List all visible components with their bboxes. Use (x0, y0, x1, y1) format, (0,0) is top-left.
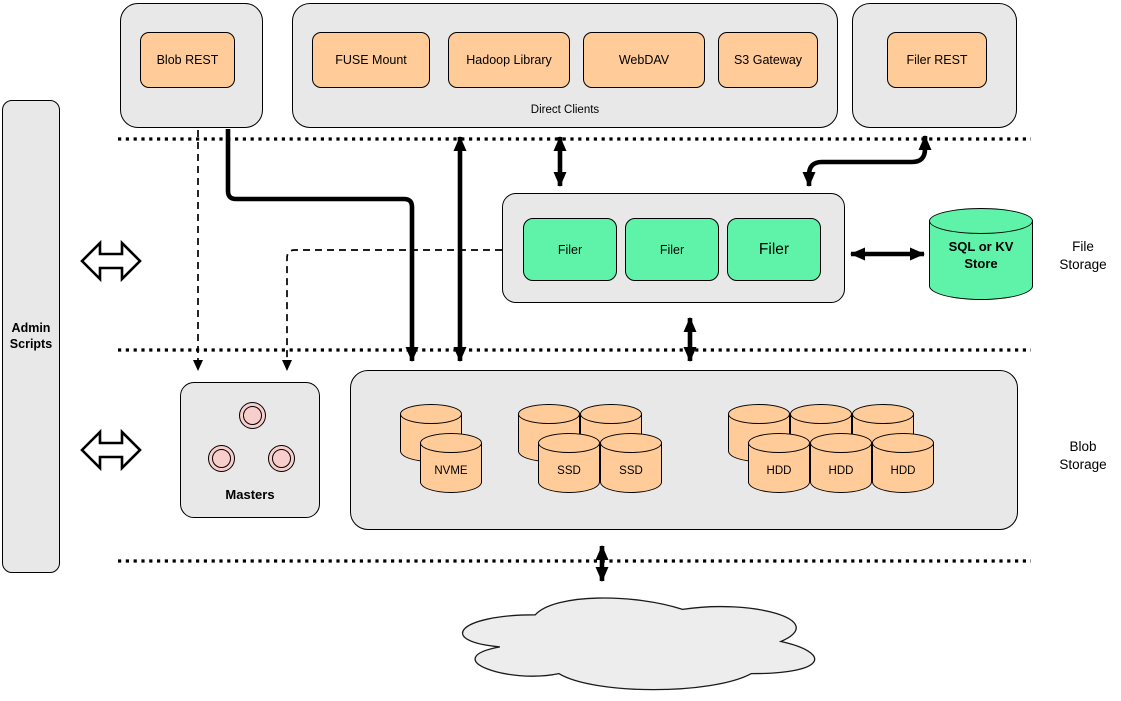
webdav-node: WebDAV (583, 32, 705, 88)
ssd-label: SSD (557, 465, 581, 478)
cylinder-top (420, 433, 482, 453)
hdd-label: HDD (890, 465, 916, 478)
filer-node-1-label: Filer (557, 242, 583, 257)
filer-rest-node-label: Filer REST (906, 53, 968, 67)
blob-rest-to-blob-storage-arrow (225, 129, 419, 362)
master-node-icon (239, 402, 266, 429)
blob-rest-node-label: Blob REST (156, 53, 219, 67)
filer-to-masters-dashed-arrow (282, 249, 502, 371)
cylinder-top (400, 404, 462, 424)
filer-rest-node: Filer REST (887, 32, 987, 88)
fuse-mount-node: FUSE Mount (312, 32, 430, 88)
filer-node-3-label: Filer (758, 240, 790, 258)
cylinder-top (852, 404, 914, 424)
hdd-cylinder: HDD (872, 433, 934, 493)
admin-scripts-label: Admin Scripts (9, 320, 53, 351)
s3-gateway-label: S3 Gateway (733, 53, 803, 67)
direct-clients-label: Direct Clients (530, 104, 600, 116)
cylinder-top (580, 404, 642, 424)
masters-label: Masters (225, 487, 275, 502)
admin-scripts-file-storage-arrow-icon (80, 239, 142, 283)
master-node-icon (268, 445, 295, 472)
hdd-label: HDD (828, 465, 854, 478)
blob-storage-section-label: Blob Storage (1059, 439, 1107, 472)
webdav-label: WebDAV (618, 53, 670, 67)
master-node-inner-icon (212, 449, 231, 468)
kv-store-label: SQL or KV Store (948, 239, 1014, 271)
hdd-label: HDD (766, 465, 792, 478)
cylinder-top (872, 433, 934, 453)
ssd-cylinder: SSD (538, 433, 600, 493)
cylinder-top (810, 433, 872, 453)
hdd-cylinder: HDD (748, 433, 810, 493)
masters-group: Masters (180, 382, 320, 518)
filer-node-2: Filer (625, 218, 719, 281)
master-node-icon (208, 445, 235, 472)
nvme-label: NVME (434, 465, 468, 478)
blob-rest-node: Blob REST (140, 32, 235, 88)
s3-gateway-node: S3 Gateway (718, 32, 818, 88)
cylinder-top (538, 433, 600, 453)
cloud-tier-label: Cloud Tier (601, 630, 669, 645)
filer-node-3: Filer (727, 218, 821, 281)
admin-scripts-blob-storage-arrow-icon (80, 428, 142, 472)
kv-store-cylinder: SQL or KV Store (929, 208, 1033, 300)
hadoop-library-label: Hadoop Library (466, 53, 552, 67)
filer-rest-to-filer-arrow (802, 135, 932, 187)
admin-scripts-panel: Admin Scripts (2, 100, 60, 573)
master-node-inner-icon (272, 449, 291, 468)
cylinder-top (748, 433, 810, 453)
ssd-cylinder: SSD (600, 433, 662, 493)
nvme-cylinder: NVME (420, 433, 482, 493)
filer-node-2-label: Filer (659, 242, 685, 257)
master-node-inner-icon (243, 406, 262, 425)
fuse-mount-label: FUSE Mount (335, 53, 407, 67)
file-storage-section-label: File Storage (1059, 239, 1107, 272)
cylinder-top (790, 404, 852, 424)
ssd-label: SSD (619, 465, 643, 478)
hdd-cylinder: HDD (810, 433, 872, 493)
cylinder-top (600, 433, 662, 453)
hadoop-library-node: Hadoop Library (448, 32, 570, 88)
kv-store-cylinder-top (929, 208, 1033, 234)
cylinder-top (728, 404, 790, 424)
filer-node-1: Filer (523, 218, 617, 281)
cylinder-top (518, 404, 580, 424)
kv-store-cylinder-body (929, 221, 1033, 300)
